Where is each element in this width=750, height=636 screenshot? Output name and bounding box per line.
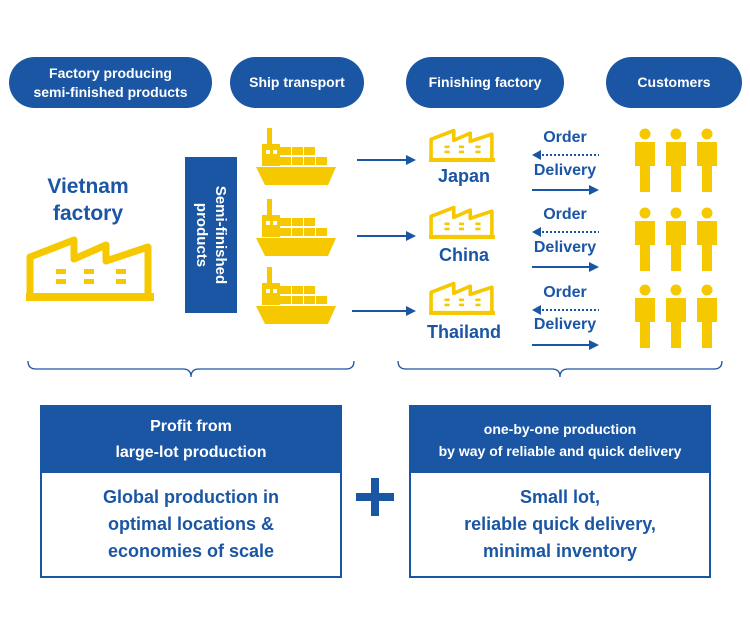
person-icon [666,207,686,271]
delivery-label: Delivery [533,316,597,333]
arrow-right-icon [357,231,416,241]
semi-finished-products-box: Semi-finished products [185,157,237,313]
person-icon [666,128,686,192]
semi-finished-products-label: Semi-finished products [193,185,229,285]
header-customers: Customers [606,57,742,108]
arrow-right-icon [532,185,599,195]
header-finishing-factory: Finishing factory [406,57,564,108]
quick-delivery-box: one-by-one production by way of reliable… [409,405,711,578]
delivery-label: Delivery [533,239,597,256]
country-china: China [438,245,489,265]
person-icon [635,284,655,348]
quick-delivery-body: Small lot, reliable quick delivery, mini… [464,487,656,561]
country-thailand: Thailand [426,322,501,342]
country-japan: Japan [437,166,491,186]
factory-icon [429,205,495,239]
brace-icon [397,360,723,378]
person-icon [635,207,655,271]
header-factory: Factory producing semi-finished products [9,57,212,108]
dotted-arrow-left-icon [532,150,599,160]
person-icon [697,284,717,348]
ship-icon [256,199,336,256]
person-icon [697,207,717,271]
order-label: Order [543,129,587,146]
factory-icon [429,281,495,315]
order-label: Order [543,206,587,223]
dotted-arrow-left-icon [532,305,599,315]
person-icon [697,128,717,192]
large-lot-body: Global production in optimal locations &… [103,487,279,561]
ship-icon [256,267,336,324]
arrow-right-icon [532,262,599,272]
brace-icon [27,360,355,378]
delivery-label: Delivery [533,162,597,179]
person-icon [666,284,686,348]
arrow-right-icon [532,340,599,350]
vietnam-factory-label: Vietnam factory [47,175,129,225]
quick-delivery-title: one-by-one production by way of reliable… [411,407,709,473]
arrow-right-icon [357,155,416,165]
person-icon [635,128,655,192]
plus-icon [356,478,394,516]
large-lot-box: Profit from large-lot production Global … [40,405,342,578]
header-ship-transport: Ship transport [230,57,364,108]
large-lot-title: Profit from large-lot production [42,407,340,473]
factory-icon [429,128,495,162]
factory-icon [26,236,154,301]
arrow-right-icon [352,306,416,316]
dotted-arrow-left-icon [532,227,599,237]
ship-icon [256,128,336,185]
order-label: Order [543,284,587,301]
